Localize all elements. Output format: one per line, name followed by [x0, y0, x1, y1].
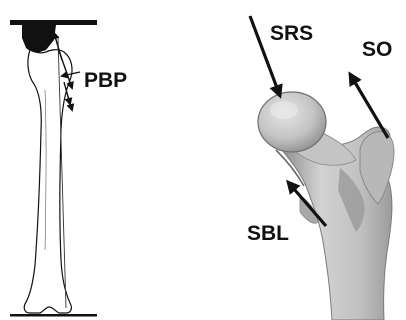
label-so: SO	[362, 38, 392, 61]
femoral-head	[258, 92, 326, 152]
top-fixture-plate	[10, 20, 97, 25]
so-arrow	[350, 74, 388, 138]
bottom-fixture-line	[10, 314, 97, 317]
label-srs: SRS	[270, 22, 313, 45]
pbp-arrow-5	[68, 96, 72, 110]
label-pbp: PBP	[84, 69, 127, 92]
label-sbl: SBL	[247, 222, 289, 245]
femoral-head-highlight	[270, 101, 298, 119]
right-proximal-femur: SRS SO SBL	[247, 16, 394, 320]
left-femur-schematic: PBP	[10, 20, 127, 317]
